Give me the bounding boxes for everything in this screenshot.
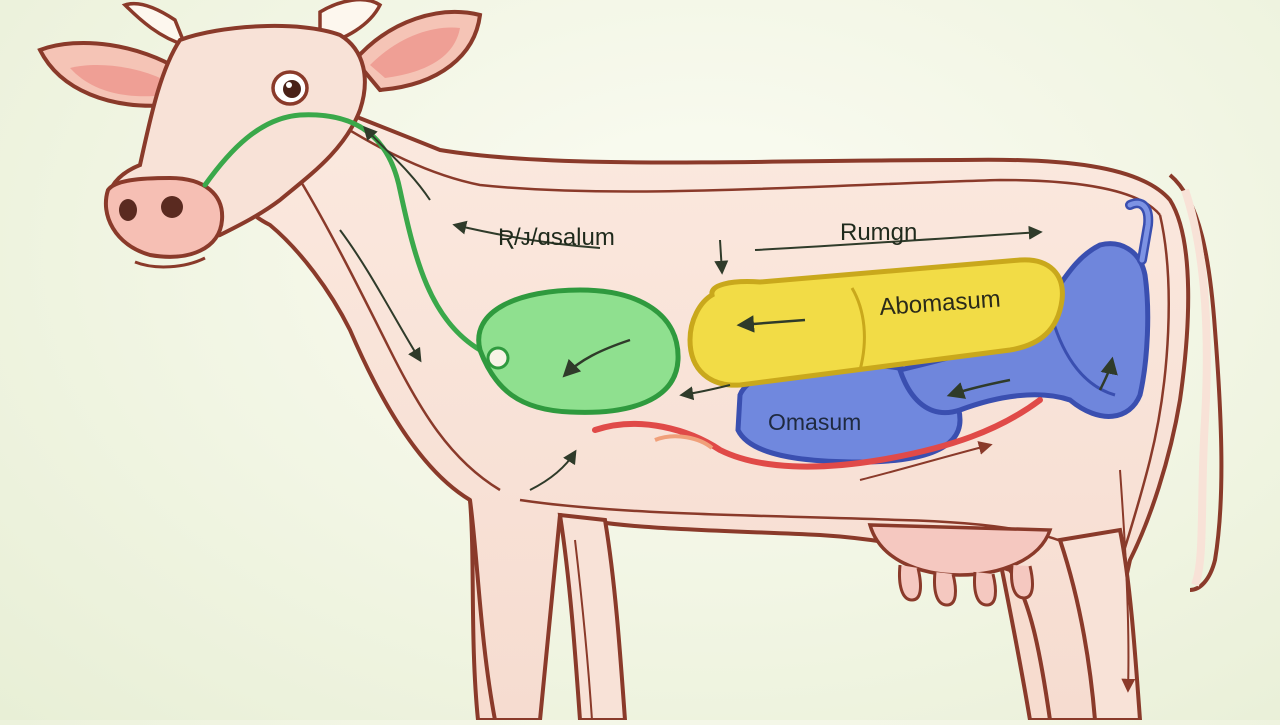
digestive-system — [202, 112, 1154, 470]
flow-arrow-icon — [679, 384, 731, 401]
flow-arrow-icon — [452, 220, 601, 249]
cow-body — [225, 93, 1224, 722]
flow-arrow-icon — [529, 449, 577, 491]
label-reticulum: Ʀ/ᴊ/ɑsalum — [498, 224, 615, 251]
flow-arrow-icon — [363, 125, 431, 201]
reticulum — [476, 287, 681, 415]
torso — [225, 93, 1191, 722]
inner-contour-neck — [298, 179, 501, 492]
flow-arrow-icon — [339, 229, 422, 363]
nostril-left — [119, 199, 137, 221]
flow-arrow-icon — [754, 225, 1043, 251]
label-omasum: Omasum — [768, 409, 861, 435]
abomasum — [687, 257, 1065, 388]
flow-arrow-icon — [859, 441, 993, 481]
udder — [867, 523, 1053, 607]
intestine — [592, 397, 1043, 470]
tail — [1168, 173, 1224, 592]
horn-left — [121, 2, 188, 48]
front-leg — [557, 512, 628, 722]
nostril-right — [161, 196, 183, 218]
label-rumen: Rumgn — [840, 219, 917, 246]
flow-arrow-icon — [714, 239, 729, 275]
front-leg-inner — [574, 539, 593, 721]
cow-head — [37, 0, 483, 269]
flow-arrows — [339, 125, 1043, 491]
snout — [103, 175, 225, 259]
hind-leg-inner — [1119, 469, 1136, 693]
inner-contour-top — [329, 116, 1161, 216]
